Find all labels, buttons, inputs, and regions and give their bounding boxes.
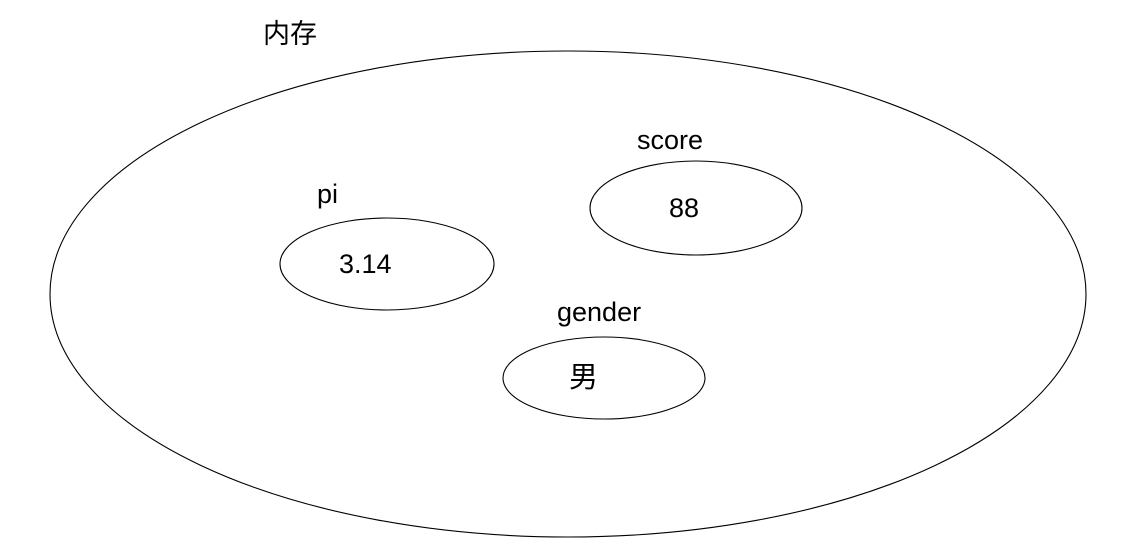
variable-ellipse-gender xyxy=(502,336,706,420)
variable-label-gender: gender xyxy=(557,297,642,327)
variable-value-pi: 3.14 xyxy=(339,249,392,279)
memory-container-label: 内存 xyxy=(263,19,317,49)
variable-ellipse-score xyxy=(589,160,803,256)
variable-value-score: 88 xyxy=(669,193,700,223)
variable-label-pi: pi xyxy=(317,179,339,209)
memory-container-ellipse xyxy=(49,50,1087,538)
variable-ellipse-pi xyxy=(279,217,495,311)
variable-value-gender: 男 xyxy=(569,362,599,394)
variable-label-score: score xyxy=(637,125,704,155)
